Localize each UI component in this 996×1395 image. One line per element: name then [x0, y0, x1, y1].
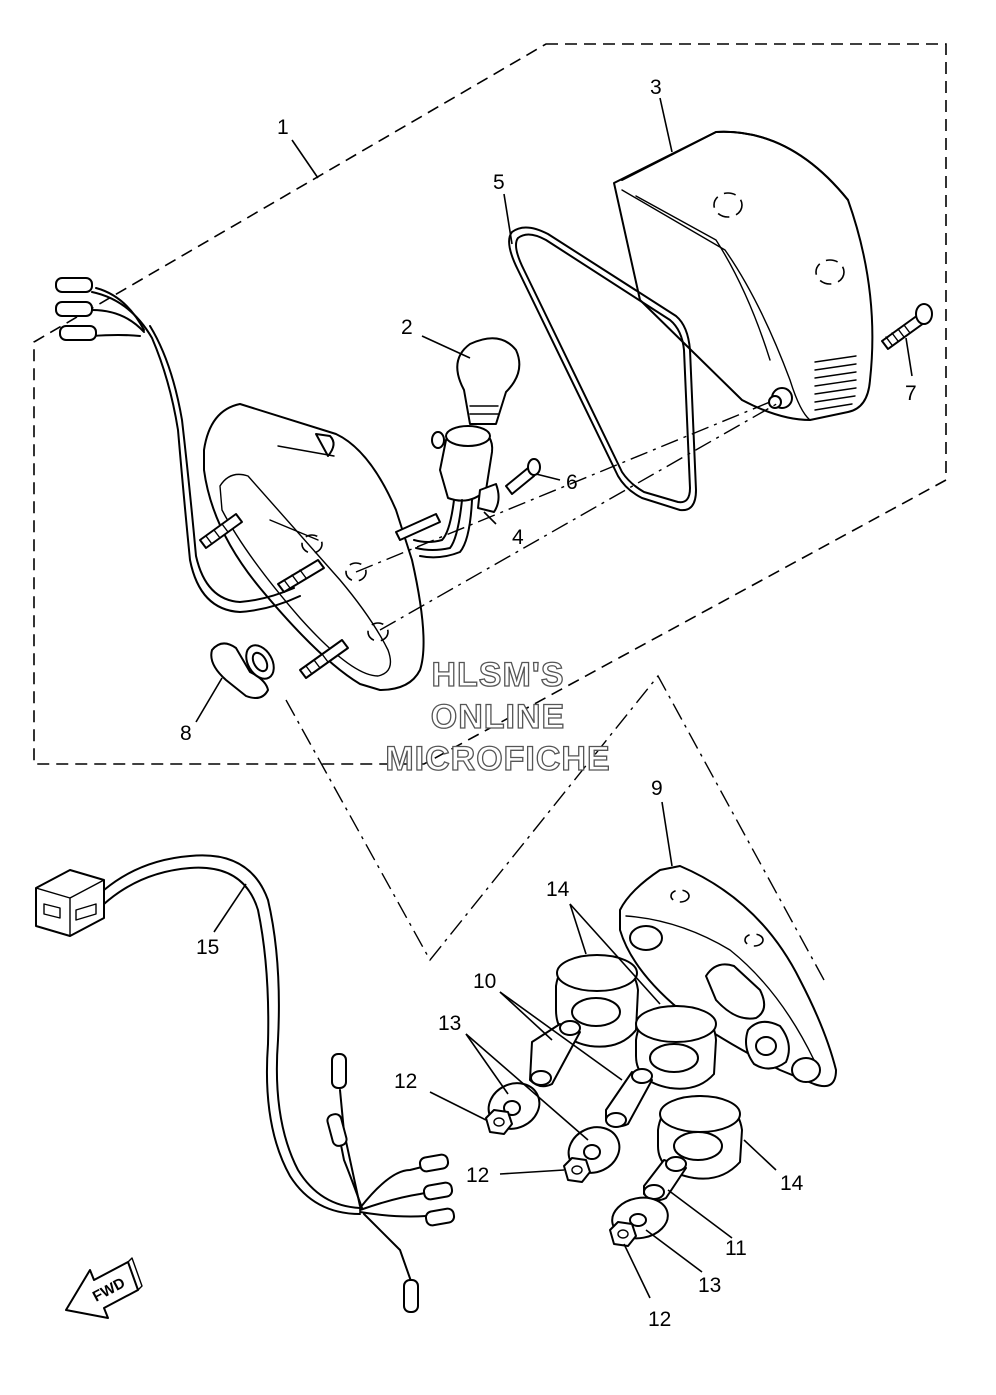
watermark-line-1: HLSM'S	[431, 656, 564, 694]
callout-14: 14	[546, 878, 570, 901]
lens-screw	[881, 303, 933, 350]
callout-13: 13	[698, 1274, 721, 1297]
callout-9: 9	[651, 777, 663, 800]
housing-studs	[199, 513, 441, 679]
wire-harness	[35, 854, 456, 1313]
socket-screw	[505, 458, 541, 495]
callout-12: 12	[466, 1164, 489, 1187]
socket-cord	[413, 425, 500, 559]
callout-6: 6	[566, 471, 578, 494]
lens	[613, 130, 874, 421]
damper	[635, 1005, 717, 1090]
assembly-boundary	[33, 43, 947, 765]
callout-10: 10	[473, 970, 496, 993]
callout-1: 1	[277, 116, 289, 139]
nut	[563, 1157, 591, 1183]
callout-3: 3	[650, 76, 662, 99]
housing-wiring	[55, 277, 301, 613]
gasket	[508, 226, 697, 512]
callout-5: 5	[493, 171, 505, 194]
watermark-line-3: MICROFICHE	[385, 740, 610, 778]
grommet	[210, 642, 275, 699]
alignment-line	[379, 401, 781, 631]
collar	[529, 1020, 581, 1088]
nut	[485, 1109, 513, 1135]
callout-12: 12	[394, 1070, 417, 1093]
forward-arrow-icon: FWD	[65, 1257, 143, 1319]
callout-2: 2	[401, 316, 413, 339]
callout-8: 8	[180, 722, 192, 745]
callout-4: 4	[512, 526, 524, 549]
nut	[609, 1221, 637, 1247]
bulb	[456, 337, 521, 425]
watermark-line-2: ONLINE	[431, 698, 565, 736]
collar-lower	[643, 1156, 687, 1202]
alignment-line	[355, 401, 771, 573]
leader-lines	[195, 97, 913, 1299]
collar	[605, 1068, 653, 1128]
callout-15: 15	[196, 936, 219, 959]
callout-7: 7	[905, 382, 917, 405]
damper-upper	[705, 963, 790, 1070]
callout-14: 14	[780, 1172, 804, 1195]
callout-11: 11	[725, 1237, 747, 1260]
callout-13: 13	[438, 1012, 461, 1035]
alignment-line	[285, 674, 825, 981]
housing	[203, 403, 425, 691]
callout-12: 12	[648, 1308, 671, 1331]
